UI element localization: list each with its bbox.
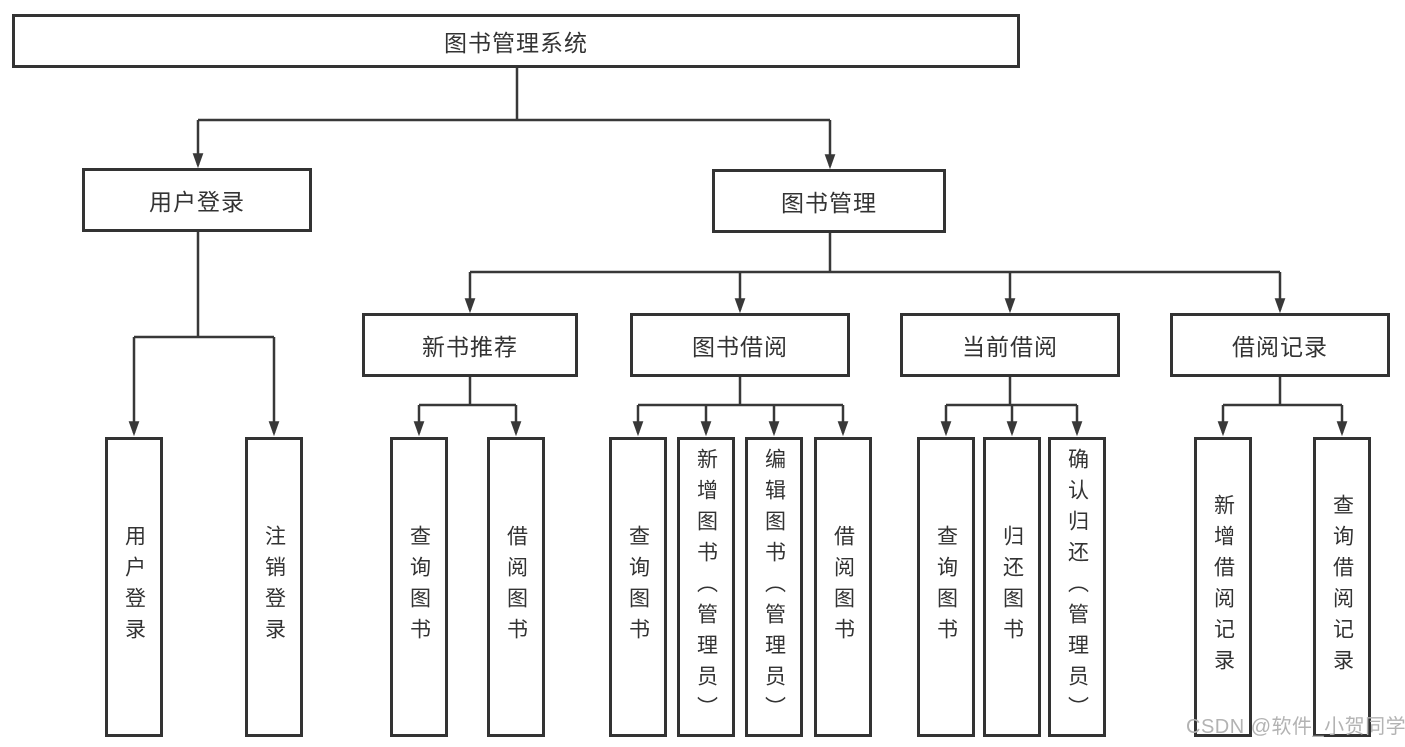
node-book-borrow: 图书借阅 bbox=[630, 313, 850, 377]
node-label: 注销登录 bbox=[262, 525, 286, 649]
leaf-query-books-recommend: 查询图书 bbox=[390, 437, 448, 737]
leaf-query-books-borrow: 查询图书 bbox=[609, 437, 667, 737]
node-current-borrow: 当前借阅 bbox=[900, 313, 1120, 377]
node-label: 确认归还（管理员） bbox=[1065, 447, 1089, 727]
leaf-query-books-current: 查询图书 bbox=[917, 437, 975, 737]
leaf-borrow-books-recommend: 借阅图书 bbox=[487, 437, 545, 737]
leaf-add-books-admin: 新增图书（管理员） bbox=[677, 437, 735, 737]
leaf-edit-books-admin: 编辑图书（管理员） bbox=[745, 437, 803, 737]
leaf-logout: 注销登录 bbox=[245, 437, 303, 737]
node-label: 新增借阅记录 bbox=[1211, 494, 1235, 680]
node-label: 查询图书 bbox=[407, 525, 431, 649]
node-user-login: 用户登录 bbox=[82, 168, 312, 232]
node-book-management: 图书管理 bbox=[712, 169, 946, 233]
leaf-return-books: 归还图书 bbox=[983, 437, 1041, 737]
node-label: 借阅图书 bbox=[831, 525, 855, 649]
leaf-borrow-books: 借阅图书 bbox=[814, 437, 872, 737]
node-label: 新增图书（管理员） bbox=[694, 447, 718, 727]
node-label: 新书推荐 bbox=[422, 334, 518, 360]
node-label: 图书借阅 bbox=[692, 334, 788, 360]
node-label: 编辑图书（管理员） bbox=[762, 447, 786, 727]
node-label: 查询借阅记录 bbox=[1330, 494, 1354, 680]
node-label: 图书管理系统 bbox=[444, 30, 588, 56]
node-new-book-recommend: 新书推荐 bbox=[362, 313, 578, 377]
node-label: 归还图书 bbox=[1000, 525, 1024, 649]
node-library-management-system: 图书管理系统 bbox=[12, 14, 1020, 68]
leaf-add-borrow-record: 新增借阅记录 bbox=[1194, 437, 1252, 737]
node-label: 用户登录 bbox=[122, 525, 146, 649]
node-label: 用户登录 bbox=[149, 189, 245, 215]
node-label: 借阅记录 bbox=[1232, 334, 1328, 360]
leaf-confirm-return-admin: 确认归还（管理员） bbox=[1048, 437, 1106, 737]
node-label: 借阅图书 bbox=[504, 525, 528, 649]
leaf-query-borrow-record: 查询借阅记录 bbox=[1313, 437, 1371, 737]
node-borrow-records: 借阅记录 bbox=[1170, 313, 1390, 377]
node-label: 图书管理 bbox=[781, 190, 877, 216]
node-label: 查询图书 bbox=[626, 525, 650, 649]
node-label: 查询图书 bbox=[934, 525, 958, 649]
node-label: 当前借阅 bbox=[962, 334, 1058, 360]
leaf-user-login: 用户登录 bbox=[105, 437, 163, 737]
